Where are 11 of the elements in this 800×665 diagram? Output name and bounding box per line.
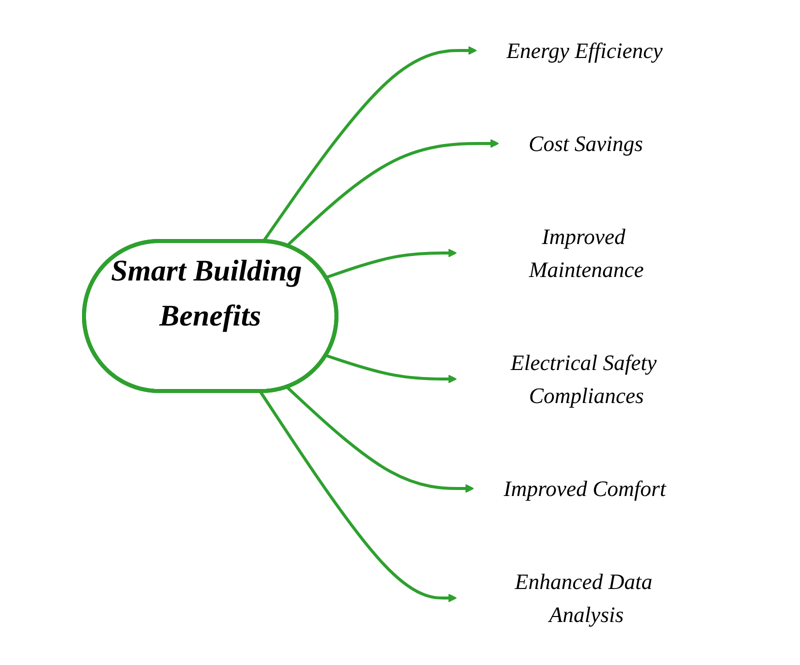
node-text: Cost Savings — [528, 130, 643, 156]
node-text: Energy Efficiency — [506, 38, 662, 63]
arrow — [286, 139, 499, 247]
arrow — [325, 354, 457, 384]
node-text: Improved Maintenance — [528, 224, 644, 282]
node-text: Enhanced Data Analysis — [514, 568, 652, 627]
arrow — [258, 390, 457, 602]
arrow — [325, 248, 457, 279]
node-text: Improved Comfort — [503, 476, 666, 501]
arrow — [286, 386, 474, 493]
node-text: Electrical Safety Compliances — [510, 350, 656, 408]
